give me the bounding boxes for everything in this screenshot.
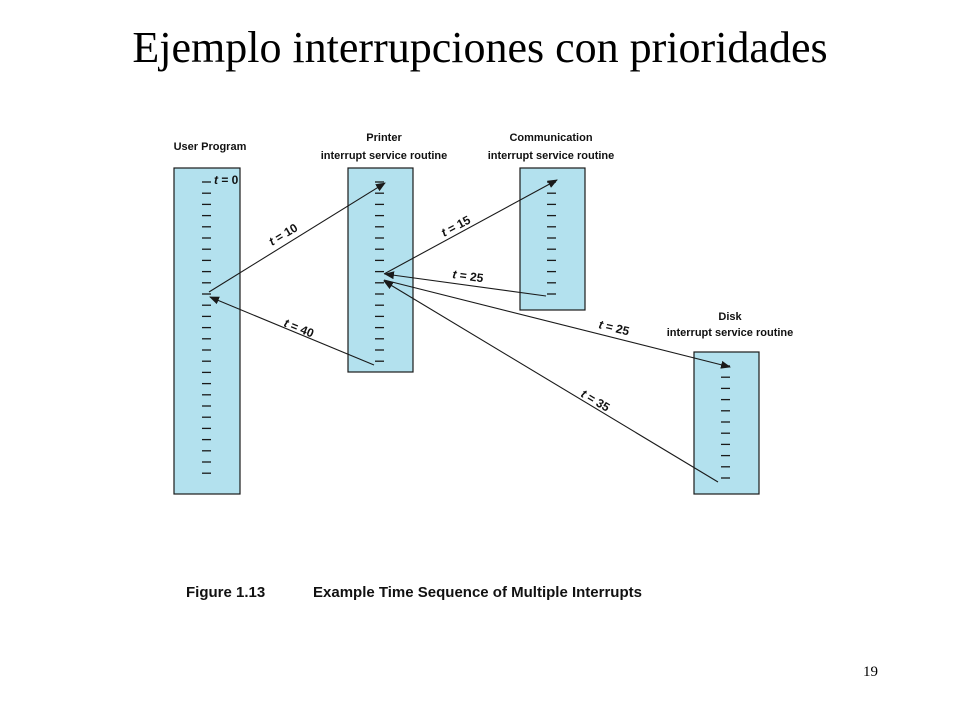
arrow-printer-to-communication	[383, 179, 558, 275]
user-program-instructions	[202, 181, 211, 474]
label-t0: t = 0	[214, 173, 239, 187]
arrow-communication-to-printer	[384, 271, 547, 297]
printer-routine-instructions	[375, 181, 384, 362]
label-t25-return: t = 25	[452, 267, 485, 285]
label-user-program: User Program	[174, 141, 247, 153]
disk-routine-instructions	[721, 365, 730, 479]
arrow-printer-to-disk	[383, 279, 731, 369]
arrow-user-to-printer	[208, 182, 386, 293]
label-disk-2: interrupt service routine	[667, 327, 794, 339]
disk-routine-box	[693, 351, 760, 495]
label-disk-1: Disk	[718, 311, 742, 323]
page-number: 19	[863, 664, 878, 680]
user-program-box	[173, 167, 241, 495]
arrow-printer-to-user	[209, 296, 375, 366]
label-printer-1: Printer	[366, 132, 402, 144]
label-communication-1: Communication	[509, 132, 592, 144]
figure-caption: Example Time Sequence of Multiple Interr…	[313, 584, 642, 601]
label-communication-2: interrupt service routine	[488, 150, 615, 162]
figure-number: Figure 1.13	[186, 584, 265, 601]
communication-routine-box	[519, 167, 586, 311]
label-t25-disk: t = 25	[597, 317, 631, 338]
label-t10: t = 10	[266, 220, 300, 248]
label-t15: t = 15	[439, 213, 473, 240]
slide-title: Ejemplo interrupciones con prioridades	[132, 23, 828, 72]
label-t40: t = 40	[282, 316, 316, 341]
arrow-disk-to-printer	[383, 280, 719, 483]
printer-routine-box	[347, 167, 414, 373]
label-t35: t = 35	[578, 387, 612, 415]
label-printer-2: interrupt service routine	[321, 150, 448, 162]
